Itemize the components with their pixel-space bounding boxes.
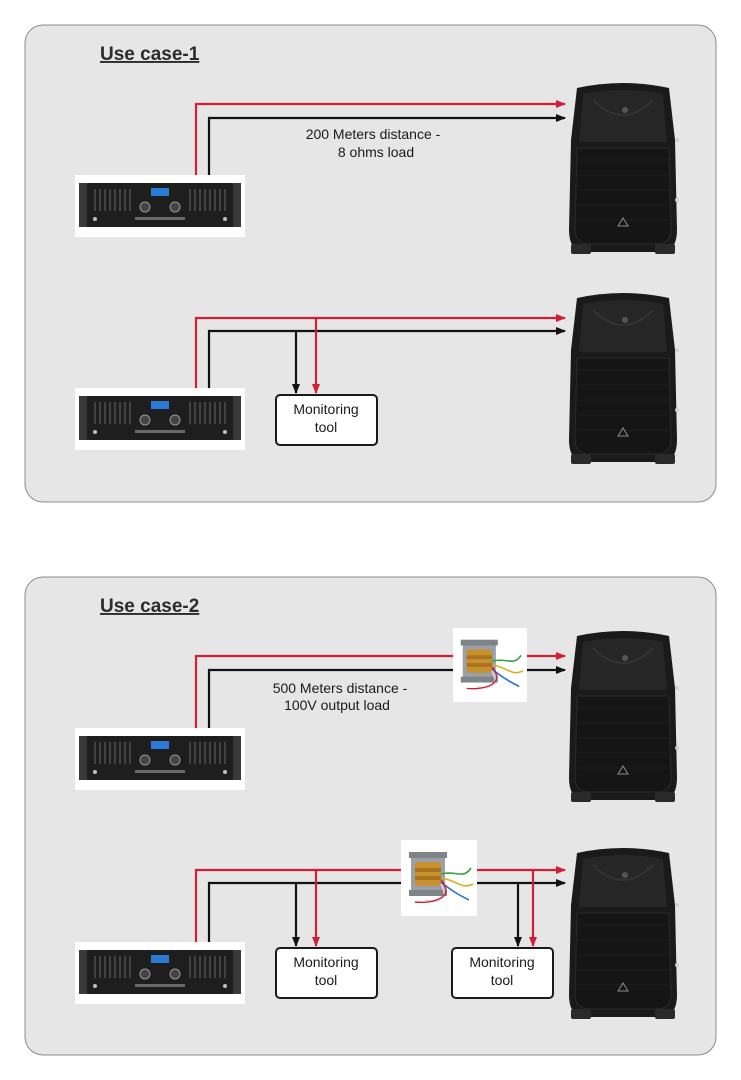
distance-label-uc2-line1: 500 Meters distance - (273, 680, 408, 696)
monitoring-tool-label-line2: tool (315, 419, 338, 435)
use-case-1-title: Use case-1 (100, 44, 200, 65)
power-amplifier-icon (75, 388, 245, 450)
pa-speaker-icon (568, 630, 680, 803)
use-case-2-title: Use case-2 (100, 596, 199, 617)
monitoring-tool-label-line1: Monitoring (293, 954, 358, 970)
use-case-1-panel: Use case-1 200 Meters distance - 8 ohms … (24, 24, 717, 503)
pa-speaker-icon (568, 292, 680, 465)
use-case-2-panel: Use case-2 500 Meters distance - 100V ou… (24, 576, 717, 1056)
monitoring-tool-uc2-right: Monitoring tool (451, 947, 554, 999)
line-transformer-icon (452, 628, 528, 702)
monitoring-tool-label-line1: Monitoring (293, 401, 358, 417)
monitoring-tool-uc2-left: Monitoring tool (275, 947, 378, 999)
line-transformer-icon (401, 840, 477, 916)
distance-label-uc2-line2: 100V output load (284, 697, 390, 713)
wire-pair-row-1 (194, 100, 566, 175)
monitoring-tool-label-line2: tool (315, 972, 338, 988)
monitoring-tool-uc1: Monitoring tool (275, 394, 378, 446)
distance-label-uc1-line2: 8 ohms load (338, 144, 414, 160)
wire-pair-row-2 (194, 314, 566, 394)
power-amplifier-icon (75, 942, 245, 1004)
power-amplifier-icon (75, 175, 245, 237)
power-amplifier-icon (75, 728, 245, 790)
pa-speaker-icon (568, 847, 680, 1020)
pa-speaker-icon (568, 82, 680, 255)
distance-label-uc1-line1: 200 Meters distance - (306, 126, 441, 142)
monitoring-tool-label-line2: tool (491, 972, 514, 988)
wire-pair-row-3 (194, 652, 566, 728)
monitoring-tool-label-line1: Monitoring (469, 954, 534, 970)
